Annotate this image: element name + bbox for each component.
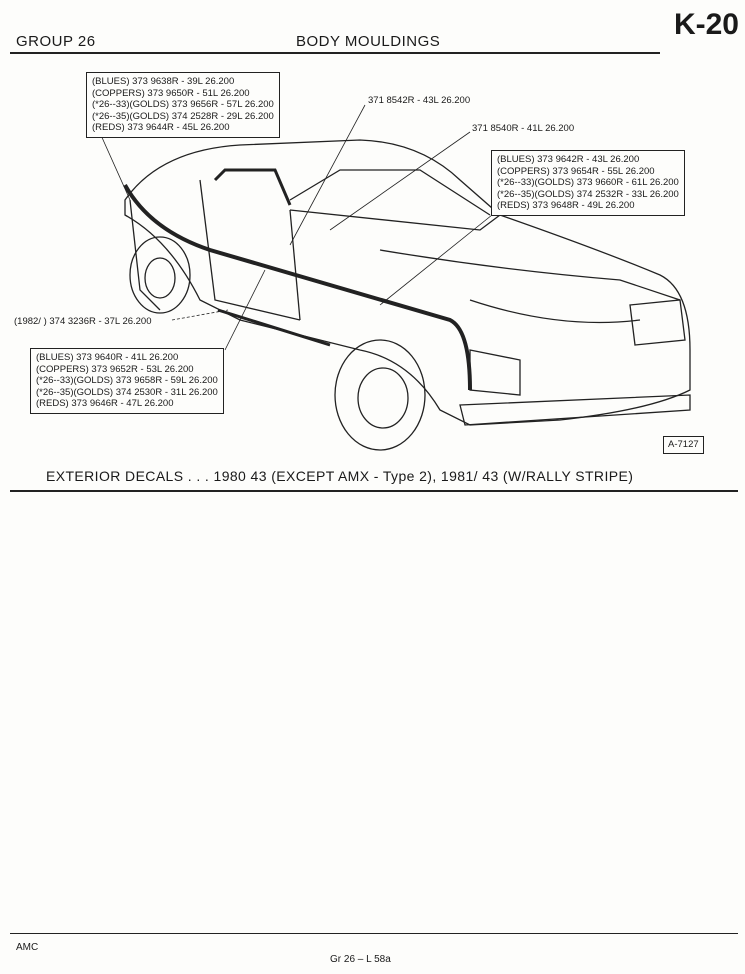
page-title: BODY MOULDINGS — [296, 33, 441, 50]
callout-line: (*26--35)(GOLDS) 374 2532R - 33L 26.200 — [497, 188, 679, 200]
header-rule — [10, 52, 660, 54]
callout-line: (BLUES) 373 9640R - 41L 26.200 — [36, 352, 179, 363]
callout-line: (*26--35)(GOLDS) 374 2528R - 29L 26.200 — [92, 110, 274, 122]
callout-upper-left: (BLUES) 373 9638R - 39L 26.200 (COPPERS)… — [86, 72, 280, 138]
callout-line: (REDS) 373 9644R - 45L 26.200 — [92, 122, 230, 134]
callout-side: (BLUES) 373 9640R - 41L 26.200 (COPPERS)… — [30, 348, 224, 414]
callout-line: (REDS) 373 9648R - 49L 26.200 — [497, 200, 635, 212]
callout-line: (*26--33)(GOLDS) 373 9656R - 57L 26.200 — [92, 99, 274, 111]
callout-windshield-upper: 371 8542R - 43L 26.200 — [368, 95, 471, 106]
callout-line: (COPPERS) 373 9650R - 51L 26.200 — [92, 87, 250, 99]
callout-line: (*26--35)(GOLDS) 374 2530R - 31L 26.200 — [36, 386, 218, 398]
footer-page-ref: Gr 26 – L 58a — [330, 954, 391, 965]
callout-windshield-lower: 371 8540R - 41L 26.200 — [472, 123, 575, 134]
callout-line: (BLUES) 373 9638R - 39L 26.200 — [92, 76, 235, 87]
callout-line: (REDS) 373 9646R - 47L 26.200 — [36, 398, 174, 410]
figure-id: A-7127 — [663, 436, 704, 454]
callout-line: (COPPERS) 373 9654R - 55L 26.200 — [497, 165, 655, 177]
callout-rocker: (1982/ ) 374 3236R - 37L 26.200 — [14, 316, 152, 327]
group-label: GROUP 26 — [16, 33, 96, 50]
car-illustration — [99, 104, 691, 451]
callout-line: (*26--33)(GOLDS) 373 9660R - 61L 26.200 — [497, 177, 679, 189]
caption-rule — [10, 490, 738, 492]
footer-left: AMC — [16, 942, 39, 953]
callout-hood: (BLUES) 373 9642R - 43L 26.200 (COPPERS)… — [491, 150, 685, 216]
callout-line: (*26--33)(GOLDS) 373 9658R - 59L 26.200 — [36, 375, 218, 387]
footer-rule — [10, 933, 738, 934]
callout-line: (BLUES) 373 9642R - 43L 26.200 — [497, 154, 640, 165]
callout-line: (COPPERS) 373 9652R - 53L 26.200 — [36, 363, 194, 375]
figure-caption: EXTERIOR DECALS . . . 1980 43 (EXCEPT AM… — [46, 468, 634, 484]
page-number: K-20 — [673, 8, 739, 41]
